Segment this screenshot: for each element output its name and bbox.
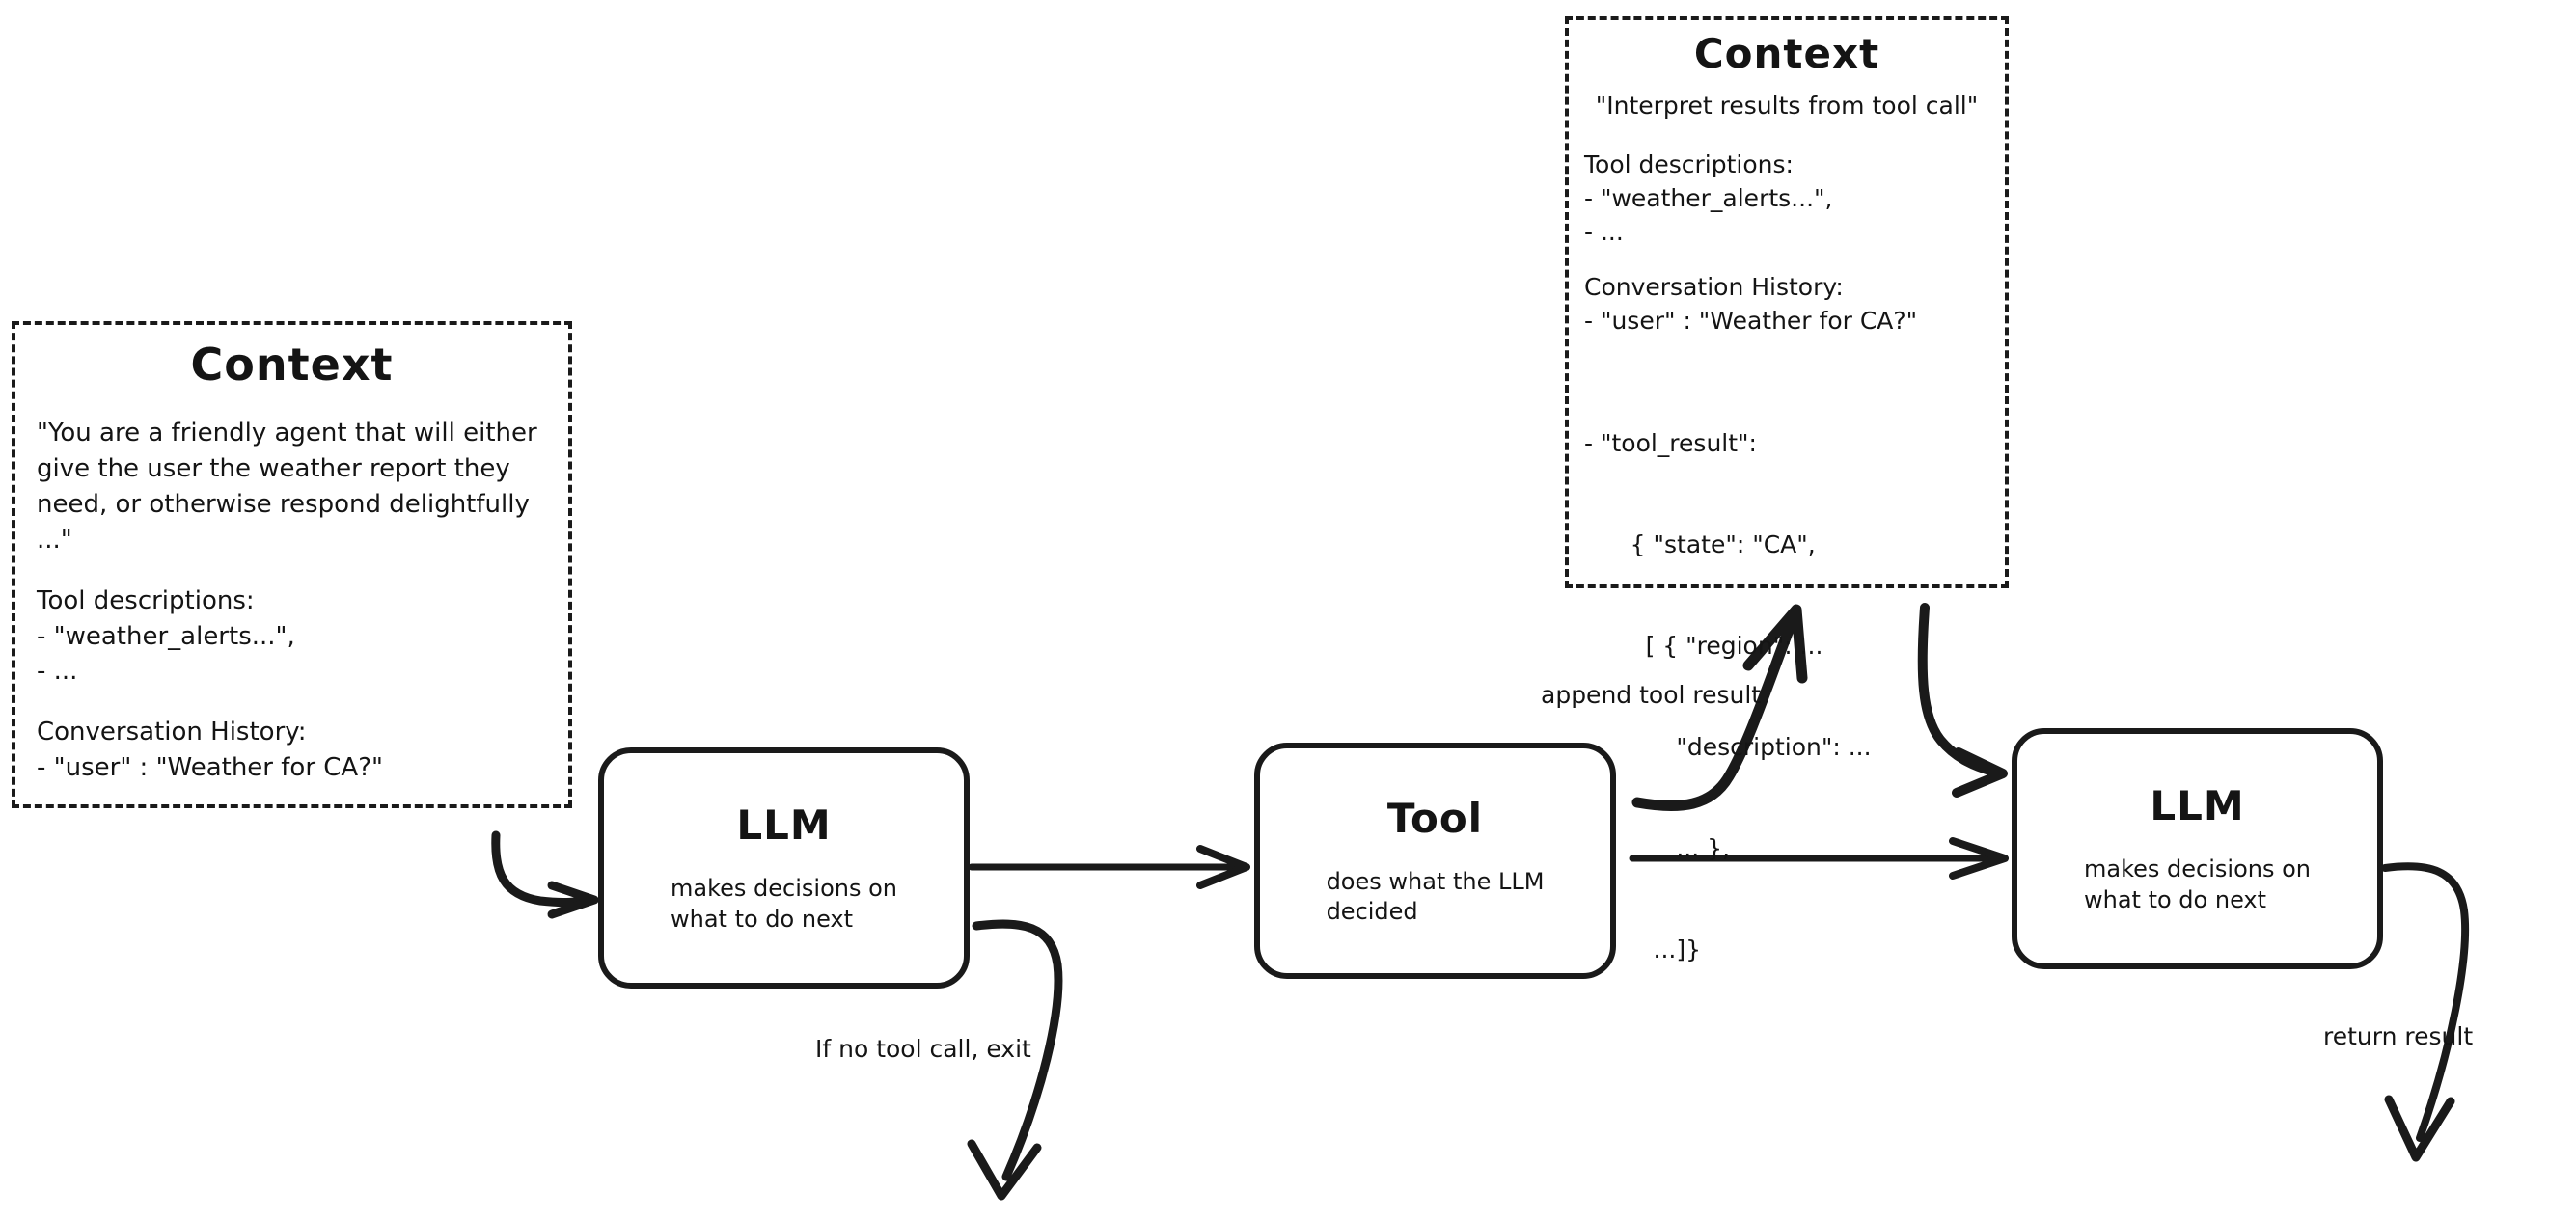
context-right-conversation-history: Conversation History: - "user" : "Weathe… [1584, 273, 1918, 335]
context-left-title: Context [190, 339, 394, 391]
tool-result-line-4: ... }, [1584, 834, 1731, 862]
tool-result-label: - "tool_result": [1584, 429, 1757, 457]
tool-result-line-2: [ { "region": ... [1584, 632, 1823, 660]
edge-label-if-no-tool-call: If no tool call, exit [815, 1035, 1031, 1063]
context-right-system-prompt: "Interpret results from tool call" [1595, 92, 1979, 120]
context-right-tool-result: - "tool_result": { "state": "CA", [ { "r… [1584, 359, 1989, 1034]
node-llm-second-title: LLM [2150, 782, 2245, 830]
arrow-llm2-return [2381, 862, 2470, 1162]
node-tool-title: Tool [1386, 794, 1484, 842]
node-tool: Tool does what the LLM decided [1254, 743, 1616, 979]
arrow-llm1-to-tool [968, 845, 1250, 889]
tool-result-line-5: ...]} [1584, 936, 1702, 963]
context-box-left: Context "You are a friendly agent that w… [12, 321, 572, 808]
context-left-tool-descriptions: Tool descriptions: - "weather_alerts..."… [37, 585, 295, 687]
arrow-context-to-llm1 [491, 830, 599, 919]
node-llm-first-title: LLM [736, 801, 832, 850]
node-llm-first: LLM makes decisions on what to do next [598, 747, 970, 989]
tool-result-line-3: "description": ... [1584, 733, 1872, 761]
node-tool-subtitle: does what the LLM decided [1326, 867, 1545, 925]
node-llm-second: LLM makes decisions on what to do next [2012, 728, 2383, 969]
context-left-conversation-history: Conversation History: - "user" : "Weathe… [37, 718, 383, 783]
edge-label-return-result: return result [2323, 1022, 2474, 1050]
tool-result-line-1: { "state": "CA", [1584, 530, 1816, 558]
context-right-tool-descriptions: Tool descriptions: - "weather_alerts..."… [1584, 150, 1833, 246]
context-box-right: Context "Interpret results from tool cal… [1565, 16, 2009, 963]
context-right-title: Context [1693, 30, 1880, 77]
edge-label-append-tool-result: append tool result [1541, 681, 1762, 709]
context-left-system-prompt: "You are a friendly agent that will eith… [37, 419, 545, 555]
node-llm-first-subtitle: makes decisions on what to do next [671, 875, 897, 933]
node-llm-second-subtitle: makes decisions on what to do next [2084, 855, 2311, 913]
